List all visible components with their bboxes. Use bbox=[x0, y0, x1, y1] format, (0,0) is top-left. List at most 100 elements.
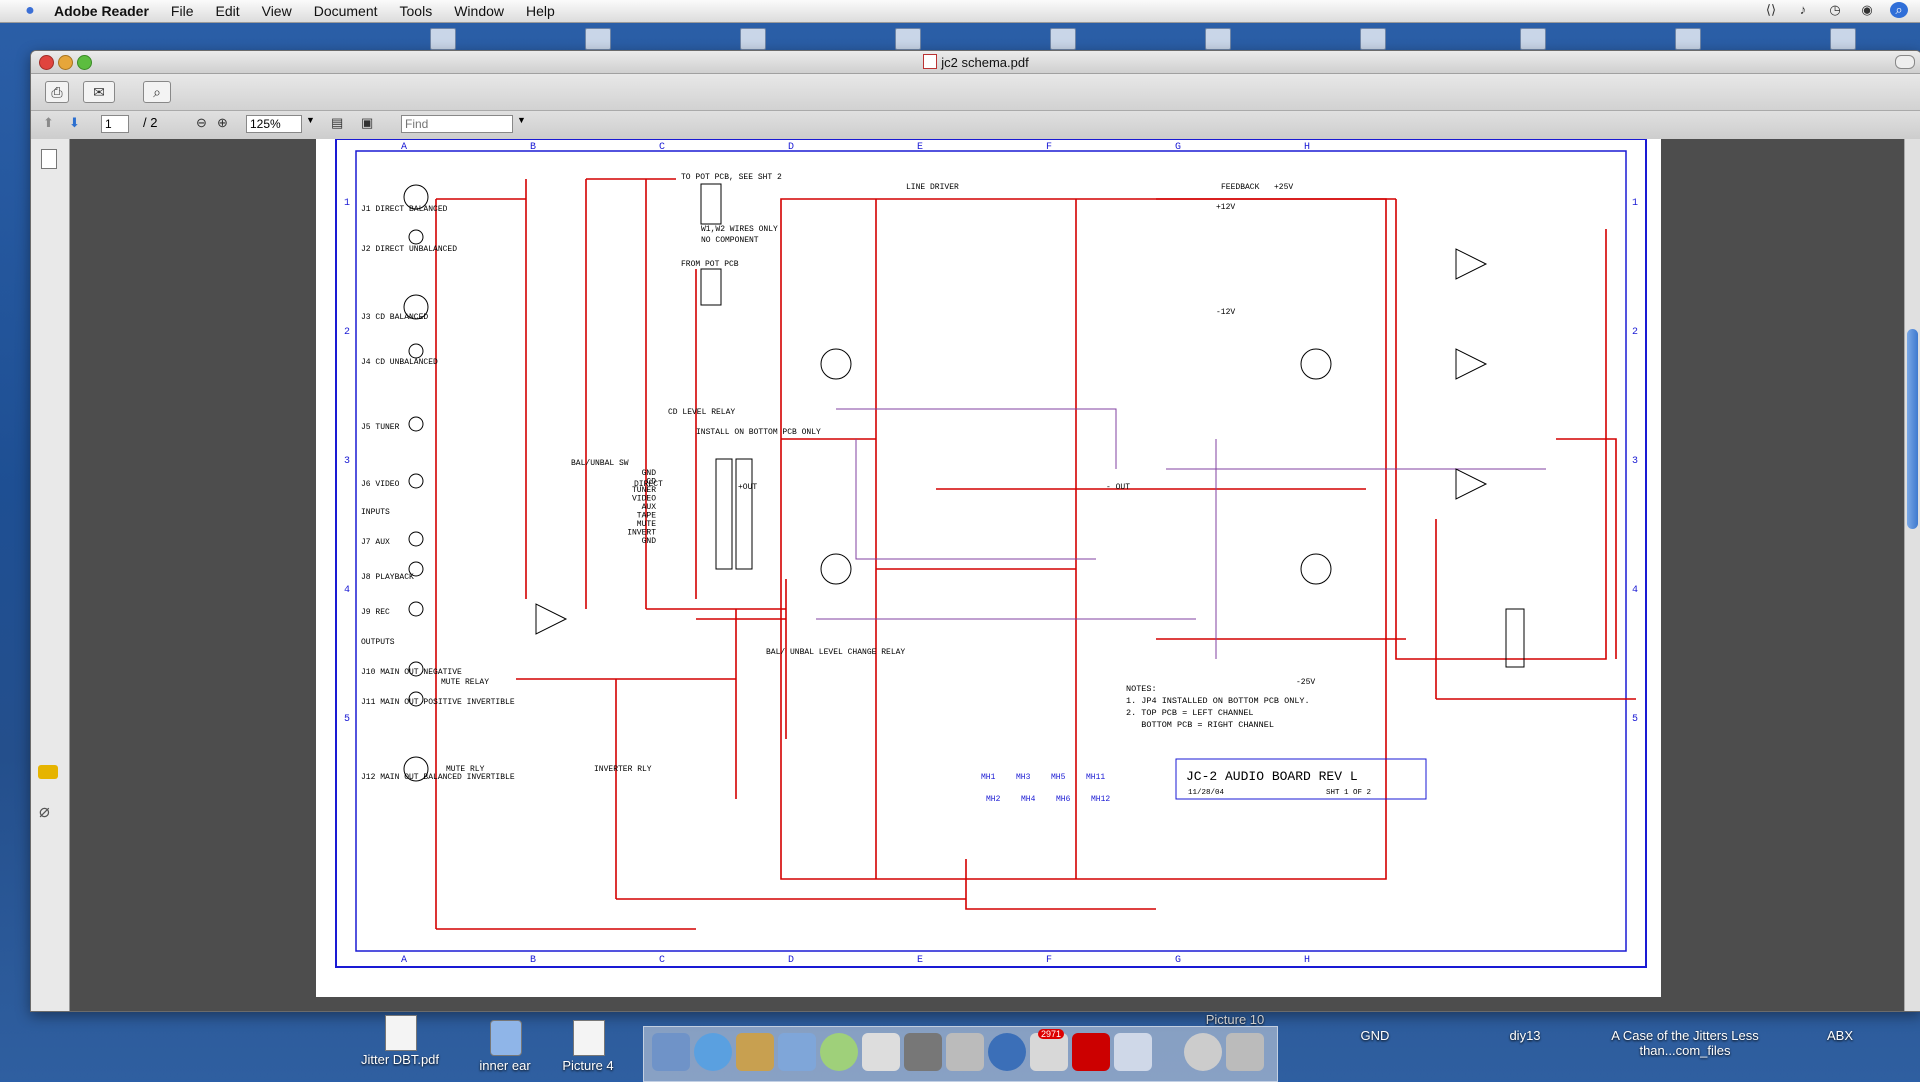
desktop-file-label[interactable]: Picture 4 bbox=[562, 1058, 614, 1073]
mail-icon[interactable]: 2971 bbox=[1030, 1029, 1068, 1071]
power-label: -25V bbox=[1296, 678, 1315, 687]
grid-row-label: 1 bbox=[1632, 198, 1638, 209]
menu-window[interactable]: Window bbox=[454, 3, 504, 19]
grid-column-label: H bbox=[1304, 955, 1310, 966]
zoom-in-icon[interactable]: ⊕ bbox=[217, 115, 228, 130]
desktop-file-label[interactable]: inner ear bbox=[479, 1058, 531, 1073]
printer-icon[interactable] bbox=[904, 1033, 942, 1071]
menu-help[interactable]: Help bbox=[526, 3, 555, 19]
attachment-icon[interactable]: ⌀ bbox=[39, 801, 50, 821]
label-feedback: FEEDBACK bbox=[1221, 183, 1260, 192]
desktop-file-icon[interactable] bbox=[1675, 28, 1701, 50]
desktop-file-icon[interactable] bbox=[740, 28, 766, 50]
desktop-folder-icon[interactable] bbox=[1520, 28, 1546, 50]
clock-icon[interactable]: ◷ bbox=[1829, 2, 1841, 17]
menu-app-name[interactable]: Adobe Reader bbox=[54, 3, 149, 19]
next-page-icon[interactable]: ⬇ bbox=[69, 115, 80, 130]
desktop-file-icon[interactable] bbox=[1830, 28, 1856, 50]
label-to-pot: TO POT PCB, SEE SHT 2 bbox=[681, 173, 782, 182]
page-number-input[interactable] bbox=[101, 115, 129, 133]
desktop-file-icon[interactable] bbox=[1205, 28, 1231, 50]
window-title: jc2 schema.pdf bbox=[941, 55, 1029, 70]
desktop-item-label[interactable]: A Case of the Jitters Less than...com_fi… bbox=[1611, 1028, 1759, 1058]
grid-row-label: 2 bbox=[1632, 327, 1638, 338]
folder-icon[interactable] bbox=[490, 1020, 522, 1056]
apple-menu-icon[interactable]: ● bbox=[25, 2, 35, 19]
grid-column-label: E bbox=[917, 142, 923, 153]
mounting-hole-label: MH5 bbox=[1051, 773, 1066, 782]
connector-label: J10 MAIN OUT NEGATIVE bbox=[361, 668, 462, 677]
minimize-button[interactable] bbox=[58, 55, 73, 70]
scrollbar-thumb[interactable] bbox=[1907, 329, 1918, 529]
fit-width-icon[interactable]: ▣ bbox=[361, 115, 374, 130]
address-book-icon[interactable] bbox=[736, 1033, 774, 1071]
search-window-icon[interactable]: ⌕ bbox=[143, 81, 171, 103]
menu-edit[interactable]: Edit bbox=[215, 3, 240, 19]
itunes-icon[interactable] bbox=[820, 1033, 858, 1071]
downloads-stack-icon[interactable] bbox=[1184, 1033, 1222, 1071]
menu-tools[interactable]: Tools bbox=[399, 3, 433, 19]
schematic-date: 11/28/04 bbox=[1188, 789, 1225, 797]
desktop-file-label[interactable]: Jitter DBT.pdf bbox=[360, 1052, 440, 1067]
notes-block: NOTES: 1. JP4 INSTALLED ON BOTTOM PCB ON… bbox=[1126, 684, 1310, 730]
jp3-pin-label: GND bbox=[642, 469, 657, 478]
menu-document[interactable]: Document bbox=[313, 3, 378, 19]
grid-row-label: 2 bbox=[344, 327, 350, 338]
network-globe-icon[interactable] bbox=[988, 1033, 1026, 1071]
find-input[interactable] bbox=[401, 115, 513, 133]
desktop-item-label[interactable]: diy13 bbox=[1509, 1028, 1541, 1043]
desktop-folder-icon[interactable] bbox=[895, 28, 921, 50]
user-icon[interactable]: ◉ bbox=[1861, 2, 1873, 17]
zoom-level-select[interactable] bbox=[246, 115, 302, 133]
desktop-file-icon[interactable] bbox=[430, 28, 456, 50]
desktop-file-icon[interactable] bbox=[1050, 28, 1076, 50]
connector-label: J4 CD UNBALANCED bbox=[361, 358, 438, 367]
label-minus-out: - OUT bbox=[1106, 483, 1130, 492]
menu-view[interactable]: View bbox=[261, 3, 292, 19]
zoom-out-icon[interactable]: ⊖ bbox=[196, 115, 207, 130]
pdf-file-icon[interactable] bbox=[385, 1015, 417, 1051]
acrobat-reader-icon[interactable] bbox=[1072, 1033, 1110, 1071]
system-icon[interactable] bbox=[862, 1033, 900, 1071]
window-titlebar[interactable]: jc2 schema.pdf bbox=[31, 51, 1920, 74]
print-icon[interactable]: ⎙ bbox=[45, 81, 69, 103]
menu-file[interactable]: File bbox=[170, 3, 194, 19]
notes-title: NOTES: bbox=[1126, 684, 1157, 694]
ichat-icon[interactable] bbox=[778, 1033, 816, 1071]
note-3: BOTTOM PCB = RIGHT CHANNEL bbox=[1126, 720, 1274, 730]
find-options-chevron-icon[interactable]: ▼ bbox=[517, 115, 526, 125]
vertical-scrollbar[interactable] bbox=[1904, 139, 1920, 1011]
desktop-file-icon[interactable] bbox=[585, 28, 611, 50]
desktop-item-label[interactable]: GND bbox=[1360, 1028, 1390, 1043]
fit-page-icon[interactable]: ▤ bbox=[331, 115, 344, 130]
comments-icon[interactable] bbox=[38, 765, 58, 779]
email-icon[interactable]: ✉ bbox=[83, 81, 115, 103]
toolbar-toggle-button[interactable] bbox=[1895, 55, 1915, 69]
mail-badge: 2971 bbox=[1038, 1029, 1065, 1039]
help-icon[interactable] bbox=[946, 1033, 984, 1071]
png-file-icon[interactable] bbox=[573, 1020, 605, 1056]
grid-column-label: A bbox=[401, 142, 407, 153]
reader-window: jc2 schema.pdf ⎙ ✉ ⌕ ⬆ ⬇ / 2 ⊖ ⊕ ▼ ▤ ▣ ▼… bbox=[30, 50, 1920, 1012]
pages-panel-icon[interactable] bbox=[41, 149, 57, 169]
preview-icon[interactable] bbox=[1114, 1033, 1152, 1071]
finder-icon[interactable] bbox=[652, 1033, 690, 1071]
zoom-button[interactable] bbox=[77, 55, 92, 70]
grid-column-label: D bbox=[788, 955, 794, 966]
spotlight-search-icon[interactable]: ⌕ bbox=[1890, 2, 1908, 18]
previous-page-icon[interactable]: ⬆ bbox=[43, 115, 54, 130]
volume-icon[interactable]: ♪ bbox=[1799, 2, 1807, 17]
safari-icon[interactable] bbox=[694, 1033, 732, 1071]
desktop-folder-icon[interactable] bbox=[1360, 28, 1386, 50]
chevron-down-icon[interactable]: ▼ bbox=[306, 115, 315, 125]
trash-icon[interactable] bbox=[1226, 1033, 1264, 1071]
schematic-title: JC-2 AUDIO BOARD REV L bbox=[1186, 769, 1358, 784]
close-button[interactable] bbox=[39, 55, 54, 70]
desktop-item-label[interactable]: ABX bbox=[1826, 1028, 1853, 1043]
jp3-pin-label: MUTE bbox=[637, 520, 656, 529]
input-menu-icon[interactable]: ⟨⟩ bbox=[1765, 2, 1777, 17]
grid-column-label: B bbox=[530, 142, 536, 153]
label-line-driver: LINE DRIVER bbox=[906, 183, 959, 192]
